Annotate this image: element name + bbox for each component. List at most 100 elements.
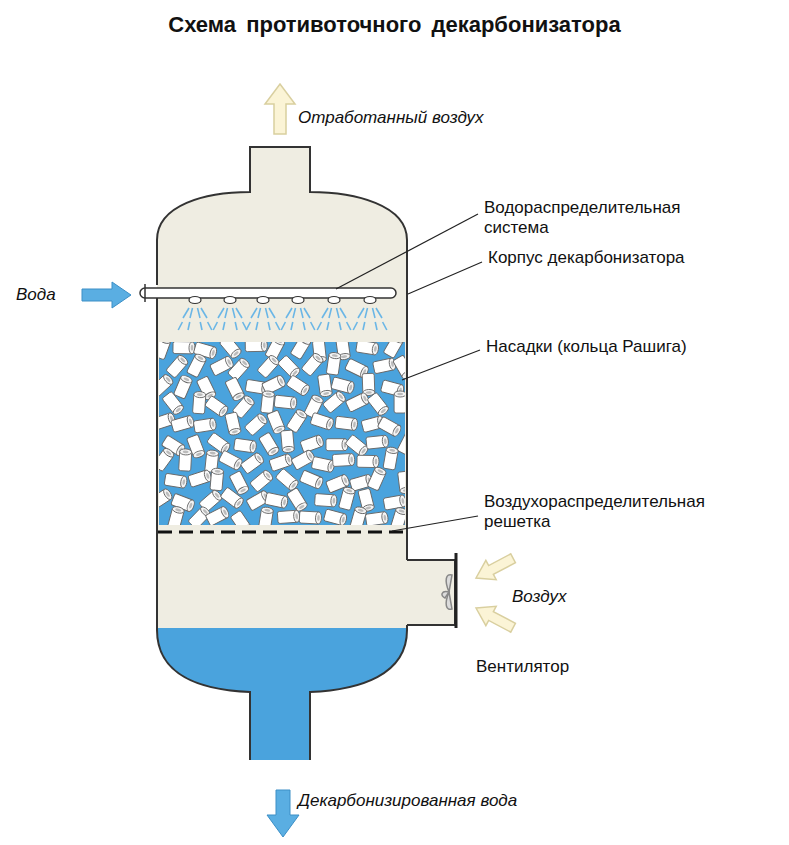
spray-stroke [322,308,328,318]
nozzle [292,297,304,304]
ring-end [261,506,274,514]
ring-hole [256,455,262,461]
ring-end [228,427,241,436]
raschig-ring [162,391,185,416]
raschig-ring [377,416,402,437]
ring-hole [240,488,247,493]
raschig-ring [245,342,267,352]
ring-hole [279,378,284,385]
vessel-fill [157,147,407,760]
ring-hole [188,418,192,424]
raschig-ring [227,357,251,381]
spray-stroke [233,308,236,318]
raschig-ring [366,435,389,449]
ring-hole [188,502,193,509]
ring-hole [222,509,227,516]
ring-hole [308,452,313,459]
air-grid [158,531,406,534]
spray-stroke [235,322,237,330]
ring-end [399,495,405,508]
fan-frame [455,553,458,628]
raschig-rings [159,342,405,525]
diagram-title: Схема противоточного декарбонизатора [0,12,789,38]
ring-hole [265,472,271,478]
ring-body [383,342,403,358]
ring-end [400,487,405,494]
ring-end [343,486,356,495]
raschig-ring [193,418,217,433]
raschig-ring [350,506,368,525]
raschig-ring [394,391,405,413]
ring-hole [403,489,405,492]
ring-hole [295,513,298,519]
ring-hole [214,492,220,498]
ring-hole [361,448,367,454]
ring-body [230,510,251,525]
raschig-ring [299,511,322,524]
ring-hole [318,438,322,445]
ring-hole [285,448,291,451]
ring-end [180,476,188,489]
ring-end [382,435,389,448]
ring-end [162,373,175,386]
ring-end [172,404,185,416]
raschig-ring [164,473,188,488]
ring-end [314,476,324,489]
ring-hole [252,444,255,450]
ring-end [172,505,185,514]
ring-hole [175,407,181,413]
raschig-ring [323,509,347,525]
ring-hole [302,342,308,343]
spray-stroke [258,308,261,318]
ring-hole [358,508,364,512]
ring-end [238,357,251,369]
ring-hole [211,350,215,356]
part-label: Корпус декарбонизатора [488,248,685,268]
ring-hole [197,355,204,360]
ring-end [346,381,355,394]
ring-hole [246,397,252,403]
ring-end [401,369,405,380]
ring-hole [265,392,271,395]
ring-hole [292,400,295,406]
raschig-ring [193,391,207,414]
ring-end [395,506,405,515]
spray-stroke [251,308,257,318]
spray-stroke [376,308,382,318]
raschig-ring [300,434,325,453]
ring-hole [287,456,291,463]
raschig-ring [310,412,335,430]
raschig-ring [393,355,405,380]
raschig-ring [257,354,281,378]
raschig-ring [356,342,380,355]
spray-stroke [268,322,270,330]
raschig-ring [258,506,273,525]
ring-end [249,440,257,453]
ring-end [230,347,243,359]
ring-end [243,394,256,406]
ring-hole [233,351,239,357]
ring-hole [197,393,203,396]
ring-end [311,394,324,405]
nozzle [364,297,376,304]
ring-end [377,405,390,417]
spray-stroke [291,322,293,330]
ring-end [262,390,275,397]
raschig-ring [326,352,341,375]
raschig-ring [259,432,281,457]
ring-hole [165,450,171,456]
ring-hole [349,384,353,390]
ring-hole [236,500,242,506]
raschig-ring [250,469,275,492]
ring-end [186,499,196,512]
spray-stroke [375,322,377,330]
spray-stroke [365,308,368,318]
ring-hole [211,421,215,427]
flow-label: Отработанный воздух [298,108,484,128]
raschig-ring [269,453,294,472]
ring-end [194,391,206,398]
ring-hole [191,345,194,351]
nozzles [189,297,376,304]
spray-stroke [347,322,351,330]
ring-end [330,495,337,507]
